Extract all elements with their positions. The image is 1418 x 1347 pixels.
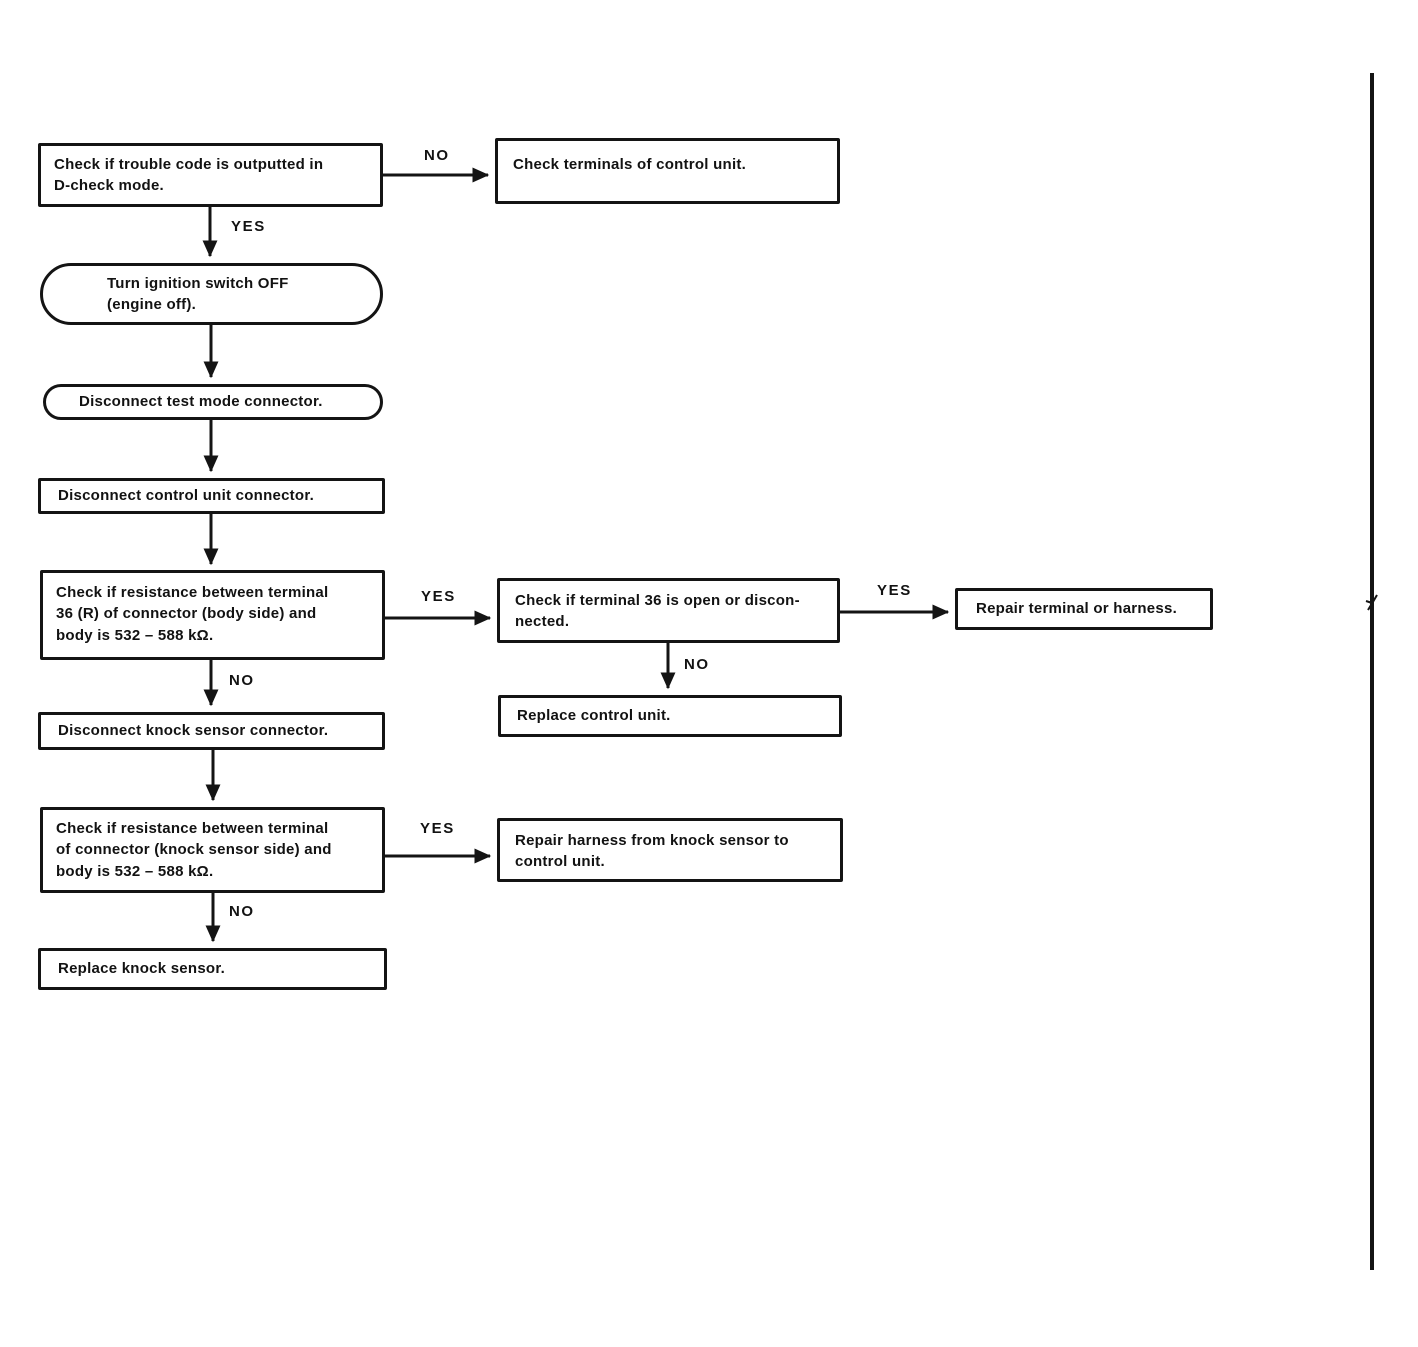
- edge-label-yes: YES: [231, 218, 266, 235]
- node-text: Check if terminal 36 is open or discon- …: [515, 592, 800, 631]
- edge-label-no: NO: [424, 147, 450, 164]
- node-text: Replace control unit.: [517, 707, 671, 725]
- node-text: Repair terminal or harness.: [976, 600, 1177, 618]
- node-text: Disconnect control unit connector.: [58, 487, 315, 505]
- node-repair-terminal: Repair terminal or harness.: [955, 588, 1213, 630]
- node-text: Disconnect knock sensor connector.: [58, 722, 329, 740]
- node-ignition-off: Turn ignition switch OFF (engine off).: [40, 263, 383, 325]
- node-check-resistance-body: Check if resistance between terminal 36 …: [40, 570, 385, 660]
- node-repair-harness: Repair harness from knock sensor to cont…: [497, 818, 843, 882]
- edge-label-no: NO: [684, 656, 710, 673]
- node-text: Check if trouble code is outputted in D-…: [54, 156, 324, 195]
- scan-artifact: [1365, 594, 1378, 611]
- node-disconnect-control-unit: Disconnect control unit connector.: [38, 478, 385, 514]
- node-text: Disconnect test mode connector.: [79, 393, 323, 411]
- node-text: Check terminals of control unit.: [513, 156, 747, 173]
- node-check-trouble-code: Check if trouble code is outputted in D-…: [38, 143, 383, 207]
- node-text: Turn ignition switch OFF (engine off).: [107, 274, 289, 313]
- node-check-resistance-sensor: Check if resistance between terminal of …: [40, 807, 385, 893]
- node-text: Check if resistance between terminal of …: [56, 820, 332, 880]
- edge-label-yes: YES: [420, 820, 455, 837]
- node-disconnect-test-mode: Disconnect test mode connector.: [43, 384, 383, 420]
- node-text: Replace knock sensor.: [58, 960, 225, 978]
- edge-label-no: NO: [229, 903, 255, 920]
- edge-label-no: NO: [229, 672, 255, 689]
- node-check-terminals: Check terminals of control unit.: [495, 138, 840, 204]
- node-text: Repair harness from knock sensor to cont…: [515, 832, 789, 871]
- node-replace-knock-sensor: Replace knock sensor.: [38, 948, 387, 990]
- node-disconnect-knock-sensor: Disconnect knock sensor connector.: [38, 712, 385, 750]
- node-check-terminal-36-open: Check if terminal 36 is open or discon- …: [497, 578, 840, 643]
- node-text: Check if resistance between terminal 36 …: [56, 584, 329, 644]
- node-replace-control-unit: Replace control unit.: [498, 695, 842, 737]
- edge-label-yes: YES: [421, 588, 456, 605]
- edge-label-yes: YES: [877, 582, 912, 599]
